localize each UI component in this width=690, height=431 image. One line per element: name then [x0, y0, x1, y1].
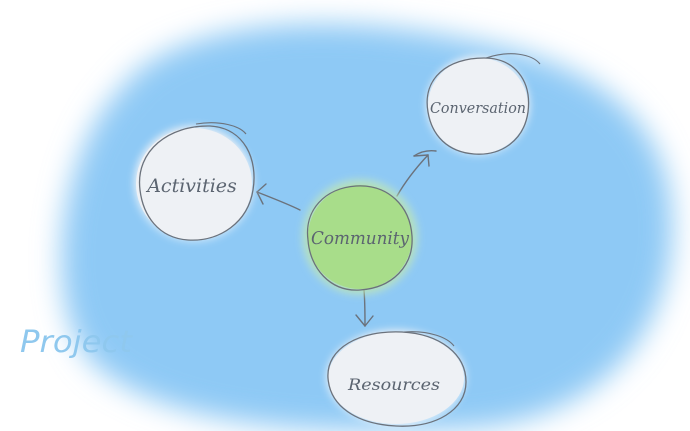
node-activities: Activities	[134, 122, 255, 242]
node-conversation: Conversation	[426, 53, 541, 156]
label-resources: Resources	[347, 375, 440, 394]
arrows	[256, 150, 437, 327]
node-community: Community	[302, 179, 418, 295]
label-community: Community	[311, 228, 410, 249]
node-resources: Resources	[326, 330, 467, 427]
label-project: Project	[20, 325, 133, 360]
label-activities: Activities	[145, 175, 237, 197]
arrow-to-conversation	[396, 150, 437, 197]
label-conversation: Conversation	[430, 99, 526, 117]
arrow-to-activities	[256, 183, 301, 211]
